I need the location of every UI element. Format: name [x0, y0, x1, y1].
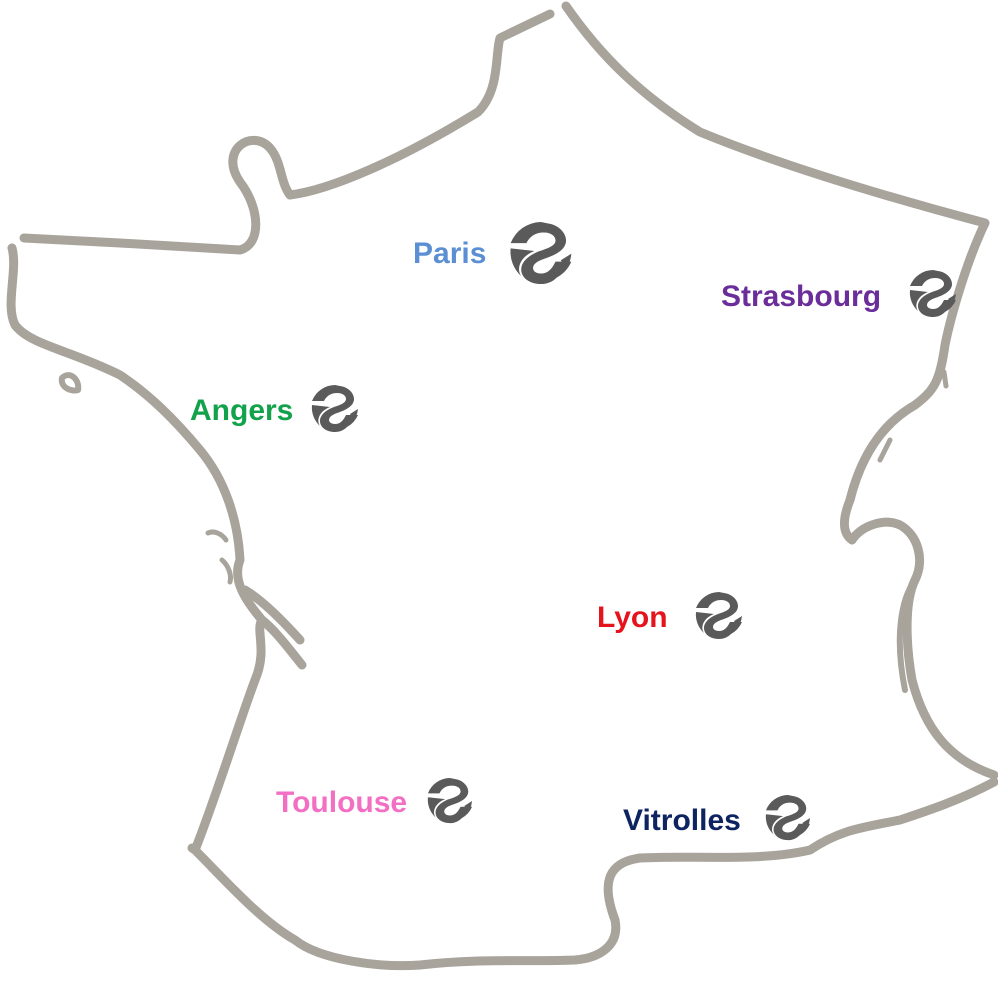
logo-s-icon [510, 222, 572, 285]
logo-s-icon [311, 385, 358, 432]
logo-s-icon [695, 592, 742, 639]
city-label-paris[interactable]: Paris [413, 237, 487, 270]
city-label-vitrolles[interactable]: Vitrolles [623, 804, 741, 837]
city-label-strasbourg[interactable]: Strasbourg [721, 280, 882, 313]
city-label-lyon[interactable]: Lyon [597, 601, 668, 634]
city-label-angers[interactable]: Angers [190, 394, 294, 427]
city-label-toulouse[interactable]: Toulouse [276, 786, 408, 819]
logo-s-icon [765, 795, 811, 841]
logo-s-icon [427, 778, 473, 824]
france-outline [6, 1, 998, 971]
logo-s-icon [909, 270, 956, 317]
